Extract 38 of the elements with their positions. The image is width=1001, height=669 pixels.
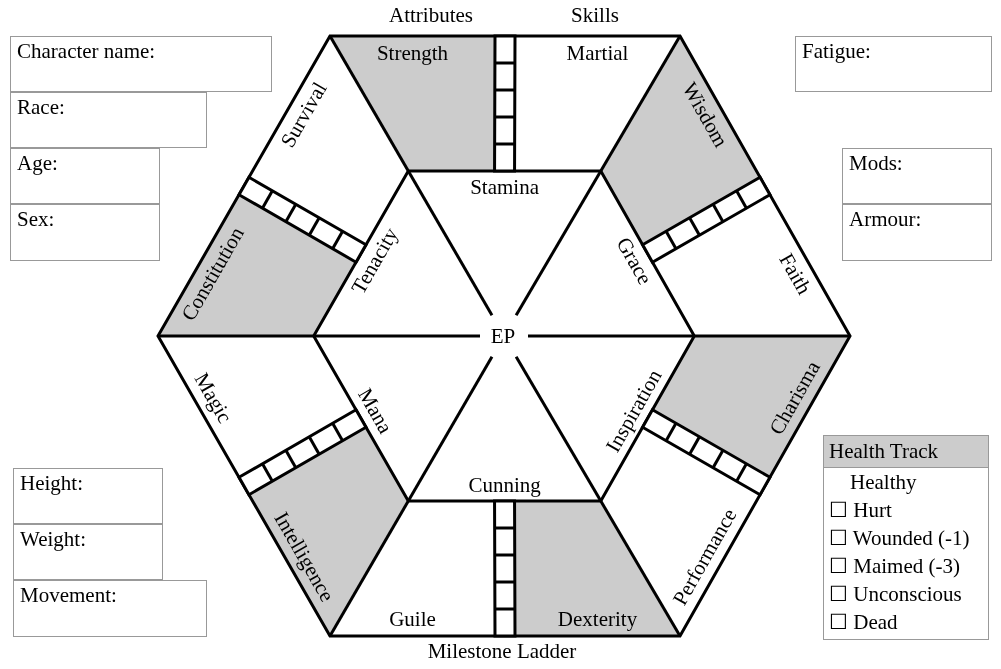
form-field [13, 524, 163, 580]
field-label: Race: [17, 95, 65, 120]
form-field [10, 36, 272, 92]
status-option: Healthy [824, 468, 988, 496]
panel-heading: Health Track [824, 436, 988, 468]
form-field [10, 148, 160, 204]
stat-name: Mana [353, 384, 396, 437]
field-label: Height: [20, 471, 83, 496]
field-label: Movement: [20, 583, 117, 608]
form-field [842, 204, 992, 261]
stat-name: Stamina [470, 176, 539, 198]
form-field [13, 580, 207, 637]
status-option: ☐ Maimed (-3) [824, 552, 988, 580]
form-field [795, 36, 992, 92]
stat-name: Faith [775, 249, 815, 298]
form-field [10, 92, 207, 148]
stat-name: Martial [566, 42, 629, 64]
health-track-panel [823, 435, 989, 640]
status-option: ☐ Unconscious [824, 580, 988, 608]
form-field [13, 468, 163, 524]
field-label: Weight: [20, 527, 86, 552]
stat-name: Guile [389, 608, 436, 630]
field-label: Sex: [17, 207, 55, 232]
field-label: Age: [17, 151, 58, 176]
stat-name: Cunning [468, 474, 541, 496]
field-label: Character name: [17, 39, 156, 64]
status-option: ☐ Wounded (-1) [824, 524, 988, 552]
stat-name: Grace [612, 234, 656, 289]
stat-name: Strength [376, 42, 449, 64]
field-label: Fatigue: [802, 39, 871, 64]
stat-name: Magic [190, 369, 236, 427]
stat-name: Dexterity [557, 608, 638, 630]
form-field [842, 148, 992, 204]
form-field [10, 204, 160, 261]
field-label: Armour: [849, 207, 922, 232]
status-option: ☐ Dead [824, 608, 988, 636]
field-label: Mods: [849, 151, 903, 176]
status-option: ☐ Hurt [824, 496, 988, 524]
